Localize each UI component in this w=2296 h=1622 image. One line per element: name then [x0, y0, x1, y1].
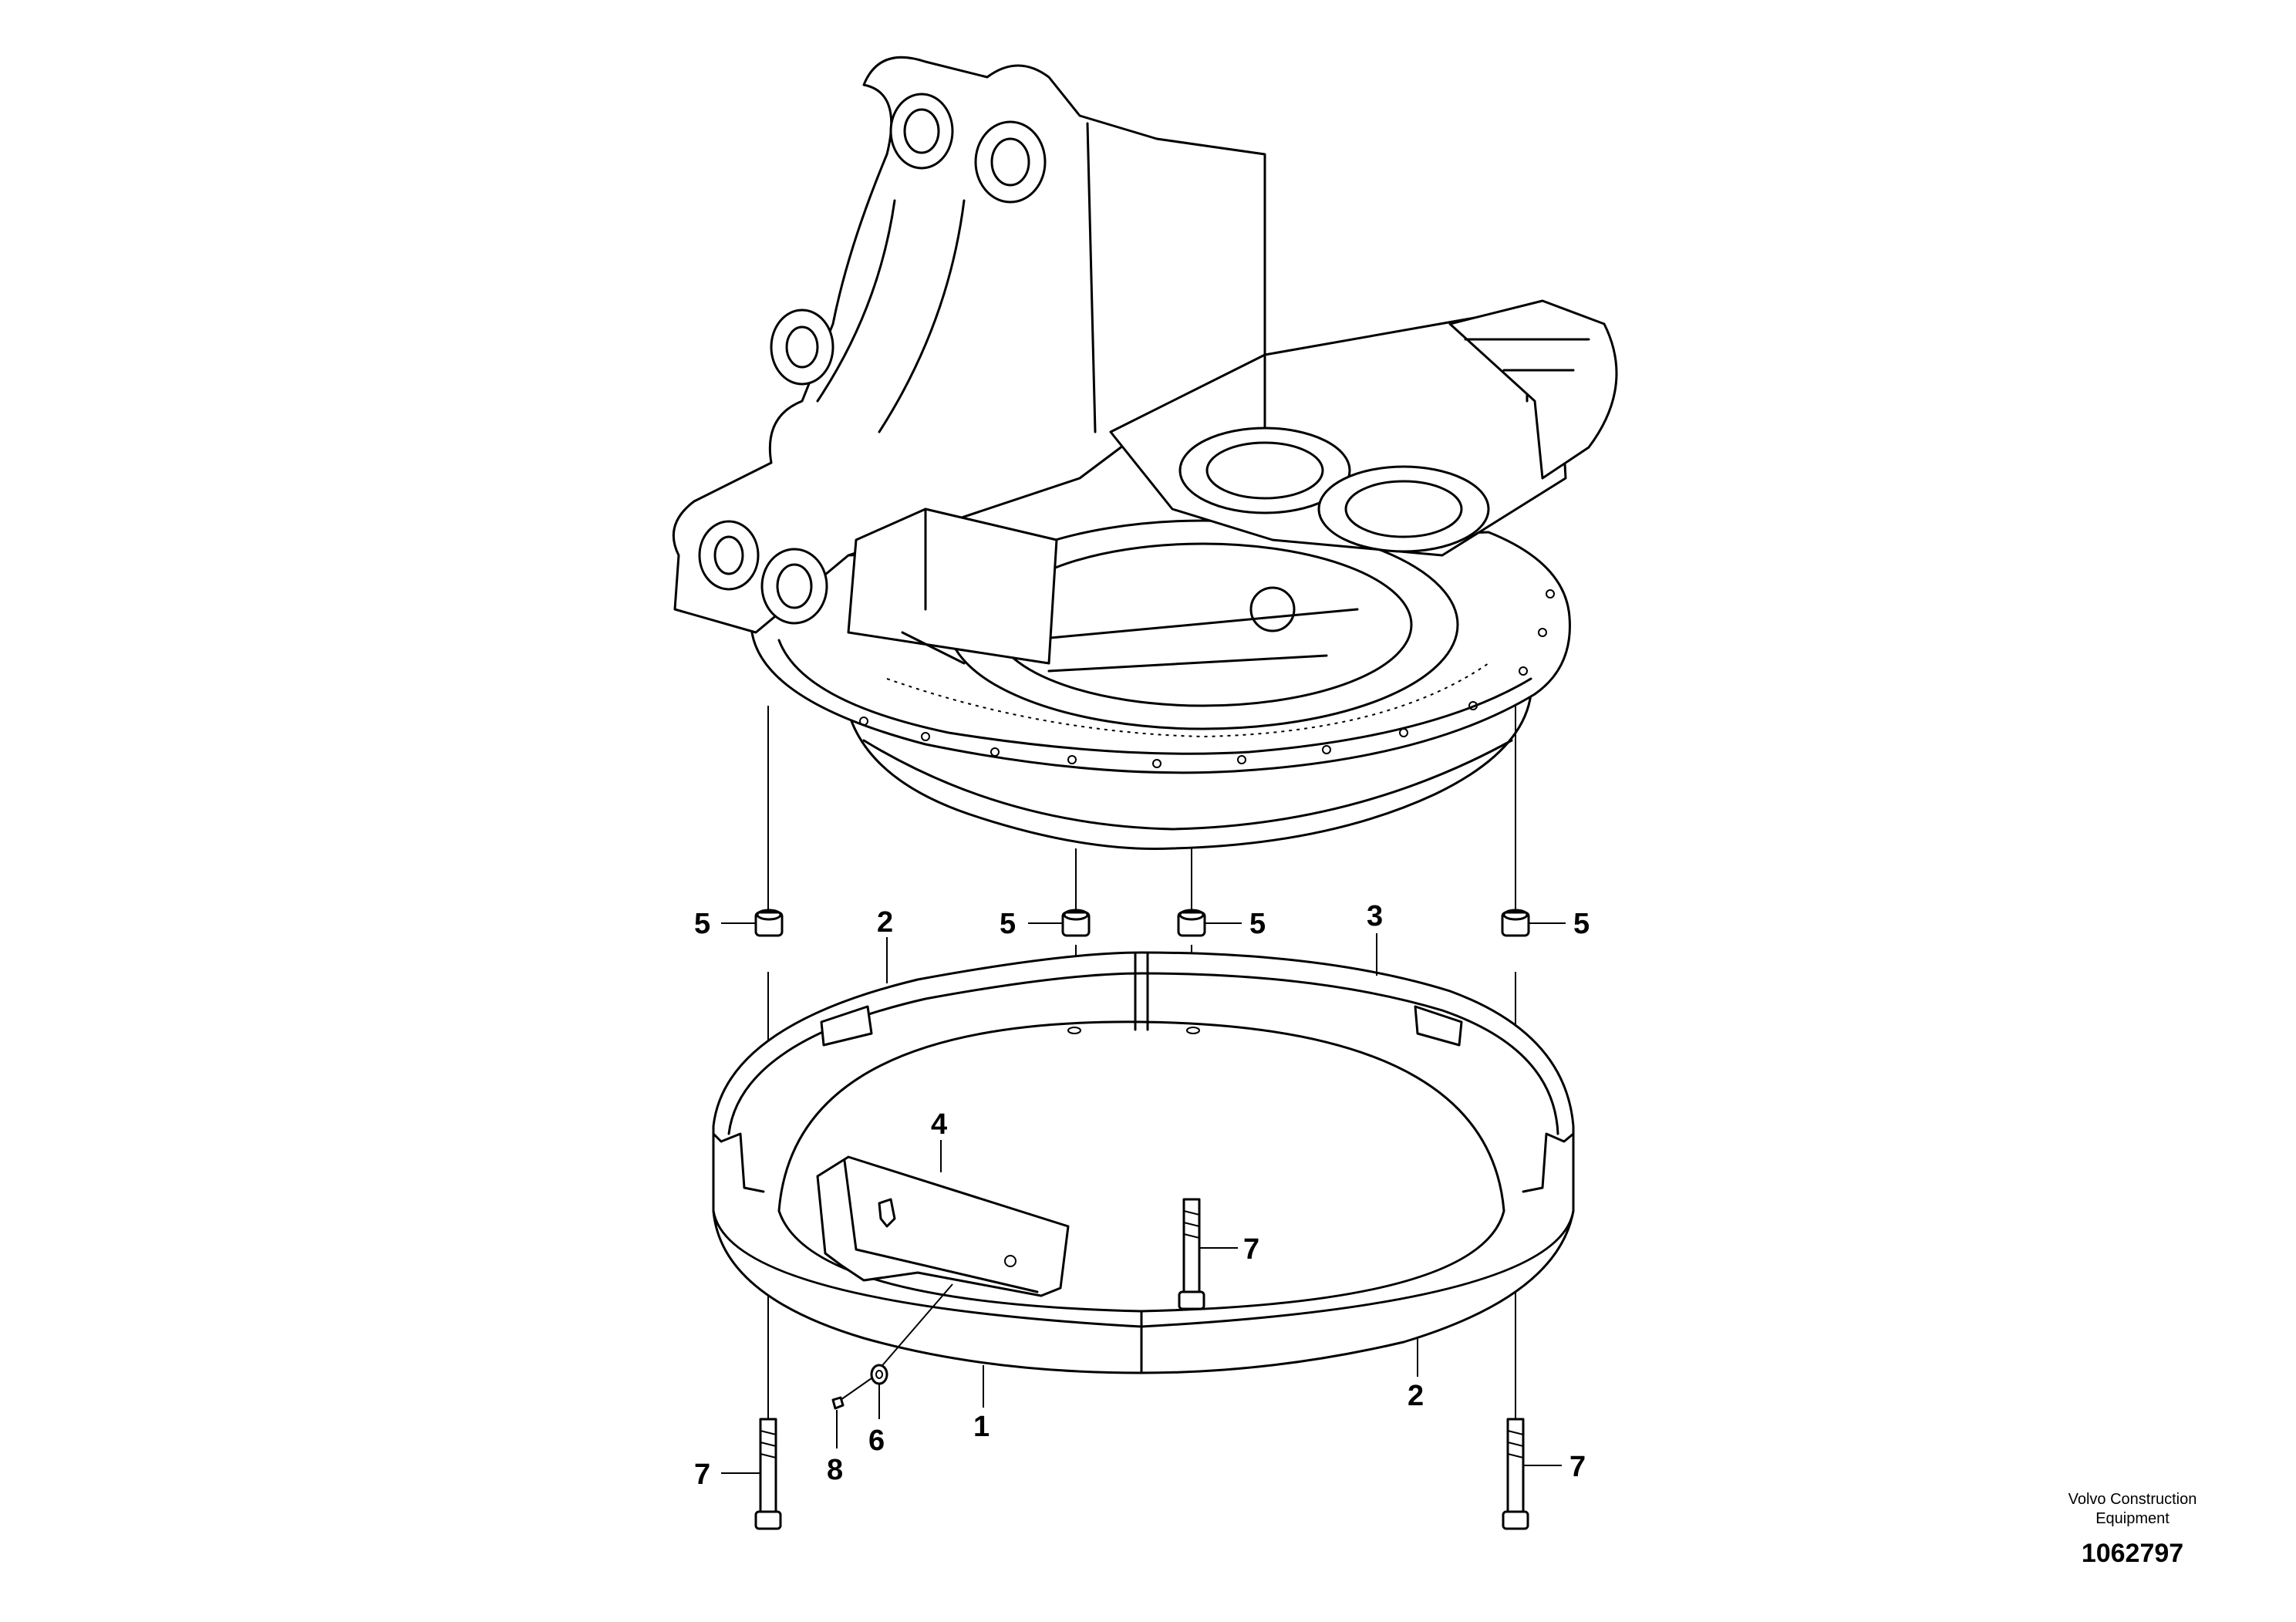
callout-7-right: 7 — [1569, 1451, 1586, 1483]
spacers-5 — [754, 909, 1530, 937]
boom-pin-bosses — [698, 93, 1047, 625]
bolt — [1502, 1418, 1529, 1530]
spacer — [754, 909, 784, 937]
callout-5-left: 5 — [694, 908, 710, 940]
callout-5-center-right: 5 — [1249, 908, 1266, 940]
spacer — [1501, 909, 1530, 937]
callout-7-center: 7 — [1243, 1233, 1259, 1266]
callout-7-left: 7 — [694, 1458, 710, 1491]
bolt — [754, 1418, 782, 1530]
ring-bolt-holes — [859, 589, 1555, 768]
callout-6: 6 — [868, 1425, 885, 1457]
callout-numbers: 5 5 5 5 2 3 4 7 2 1 6 8 7 7 — [694, 900, 1590, 1491]
callout-5-center-left: 5 — [1000, 908, 1016, 940]
leader-lines — [721, 922, 1566, 1474]
spacer — [1061, 909, 1091, 937]
drawing-number: 1062797 — [2082, 1539, 2183, 1568]
title-block: Volvo Construction Equipment 1062797 — [2068, 1491, 2197, 1568]
callout-4: 4 — [931, 1108, 947, 1141]
bolts-7 — [754, 1198, 1529, 1530]
bolt — [1178, 1198, 1205, 1310]
cover-plate-4 — [816, 1155, 1070, 1297]
callout-1: 1 — [973, 1411, 990, 1443]
upper-frame-assembly — [672, 56, 1618, 850]
callout-2-bottom: 2 — [1408, 1380, 1424, 1412]
callout-3: 3 — [1367, 900, 1383, 932]
spacer — [1177, 909, 1206, 937]
brand-line-2: Equipment — [2095, 1510, 2170, 1527]
callout-2-top: 2 — [877, 906, 893, 939]
brand-line-1: Volvo Construction — [2068, 1491, 2197, 1508]
callout-8: 8 — [827, 1454, 843, 1486]
screw-and-washer — [831, 1283, 953, 1410]
callout-5-right: 5 — [1573, 908, 1590, 940]
